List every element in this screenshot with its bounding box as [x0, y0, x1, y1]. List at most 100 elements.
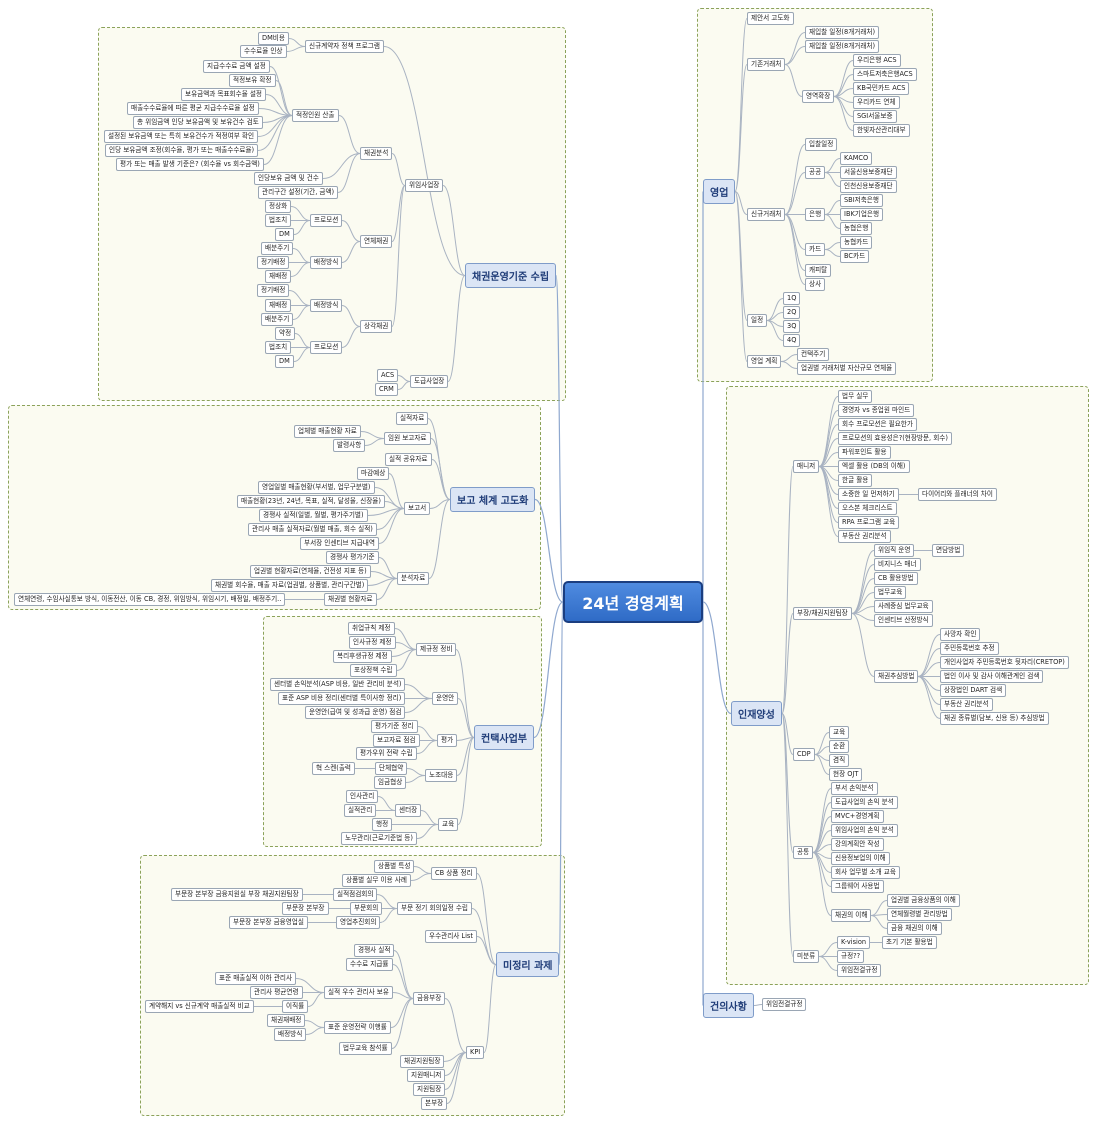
topic-0-1-0-0-1[interactable]: 적정보유 확정 [229, 74, 276, 87]
branch-2[interactable]: 컨택사업부 [474, 725, 534, 750]
topic-1-3[interactable]: 보고서 [404, 502, 431, 515]
topic-4-4-0[interactable]: 컨택주기 [797, 348, 830, 361]
topic-4-2-2-1[interactable]: IBK기업은행 [840, 208, 884, 221]
topic-2-2[interactable]: 평가 [437, 734, 458, 747]
topic-4-2-3[interactable]: 카드 [805, 243, 826, 256]
topic-5-0-1[interactable]: 경영자 vs 종업원 마인드 [838, 404, 915, 417]
topic-0-1[interactable]: 위임사업장 [405, 179, 444, 192]
topic-5-4-2[interactable]: 위임전결규정 [837, 964, 882, 977]
topic-1-3-3[interactable]: 경쟁사 실적(일별, 월별, 평가주기별) [259, 509, 368, 522]
topic-4-1-2-1[interactable]: 스마트저축은행ACS [853, 68, 917, 81]
topic-4-1-2-0[interactable]: 우리은행 ACS [853, 54, 901, 67]
topic-1-4-3-0[interactable]: 연체연령, 수임사실통보 방식, 이동전산, 이동 CB, 경정, 위임방식, … [14, 593, 286, 606]
topic-0-1-0-0-0[interactable]: 지급수수료 금액 설정 [203, 60, 270, 73]
topic-5-2-1[interactable]: 순환 [829, 740, 850, 753]
topic-4-2-1[interactable]: 공공 [805, 166, 826, 179]
topic-5-3-8-2[interactable]: 금융 채권의 이해 [887, 922, 942, 935]
topic-5-3-5[interactable]: 신용정보업의 이해 [831, 852, 890, 865]
topic-5-1-0[interactable]: 위임직 운영 [874, 544, 915, 557]
topic-4-2-0[interactable]: 입찰일정 [805, 138, 838, 151]
topic-0-0-1[interactable]: 수수료율 인상 [240, 45, 287, 58]
topic-2-2-1[interactable]: 보고자료 점검 [373, 734, 420, 747]
topic-5-4-1[interactable]: 규정?? [837, 950, 865, 963]
topic-0-1-0-0-3[interactable]: 매출수수료율에 따른 평균 지급수수료율 설정 [127, 102, 259, 115]
topic-4-2-1-1[interactable]: 서울신용보증재단 [840, 166, 897, 179]
topic-2-4-0[interactable]: 센터장 [395, 804, 422, 817]
topic-0-1-2-1-0[interactable]: 약정 [275, 327, 296, 340]
topic-2-0-3[interactable]: 포상정책 수립 [350, 664, 397, 677]
topic-5-0-2[interactable]: 회수 프로모션은 필요한가 [838, 418, 917, 431]
topic-4-2-5[interactable]: 상사 [805, 278, 826, 291]
topic-3-1-0[interactable]: 실적점검회의 [333, 888, 378, 901]
topic-3-3-4[interactable]: 본부장 [421, 1097, 448, 1110]
topic-1-4-3[interactable]: 채권별 현황자료 [324, 593, 377, 606]
topic-2-2-2[interactable]: 평가우위 전략 수립 [356, 747, 417, 760]
topic-4-2-2-2[interactable]: 농협은행 [840, 222, 873, 235]
topic-3-1-1[interactable]: 부문회의 [350, 902, 383, 915]
topic-5-1-3[interactable]: 법무교육 [874, 586, 907, 599]
topic-5-1-6-2[interactable]: 개인사업자 주민등록번호 뒷자리(CRETOP) [940, 656, 1069, 669]
topic-4-2-3-1[interactable]: BC카드 [840, 250, 870, 263]
topic-4-2-1-2[interactable]: 인천신용보증재단 [840, 180, 897, 193]
topic-6-0[interactable]: 위임전결규정 [762, 998, 807, 1011]
topic-3-3-0-2[interactable]: 실적 우수 관리사 보유 [324, 986, 393, 999]
topic-1-1[interactable]: 임원 보고자료 [384, 432, 431, 445]
topic-0-1-2-0-2[interactable]: 배분주기 [261, 313, 294, 326]
topic-5-0-9[interactable]: RPA 프로그램 교육 [838, 516, 900, 529]
topic-5-1-6-6[interactable]: 채권 종류별(담보, 신용 등) 추심방법 [940, 712, 1049, 725]
topic-1-1-0[interactable]: 업체별 매출현황 자료 [294, 425, 361, 438]
topic-1-1-1[interactable]: 발령사항 [333, 439, 366, 452]
topic-4-4-1[interactable]: 업권별 거래처별 자산규모 연체율 [797, 362, 897, 375]
topic-5-1[interactable]: 부장/채권지원팀장 [793, 607, 852, 620]
topic-3-0-0[interactable]: 상품별 특성 [374, 860, 415, 873]
topic-4-1-2-2[interactable]: KB국민카드 ACS [853, 82, 910, 95]
topic-5-0-10[interactable]: 부동산 권리분석 [838, 530, 891, 543]
topic-0-0-0[interactable]: DM비용 [258, 32, 289, 45]
topic-0-1-0-0[interactable]: 적정인원 산출 [292, 109, 339, 122]
topic-5-0-5[interactable]: 엑셀 활용 (DB의 이해) [838, 460, 910, 473]
topic-0-1-0-0-4[interactable]: 총 위임금액 인당 보유금액 및 보유건수 검토 [133, 116, 263, 129]
topic-2-0-2[interactable]: 복리후생규정 제정 [333, 650, 392, 663]
topic-2-4[interactable]: 교육 [438, 818, 459, 831]
topic-0-1-0-0-5[interactable]: 설정된 보유금액 또는 특히 보유건수가 적정여부 확인 [104, 130, 259, 143]
topic-3-3-0-3-0[interactable]: 채권재배정 [267, 1014, 306, 1027]
topic-4-1-2-4[interactable]: SGI서울보증 [853, 110, 897, 123]
topic-2-4-1[interactable]: 행정 [372, 818, 393, 831]
topic-5-0-3[interactable]: 프로모션의 효용성은?(현장방문, 회수) [838, 432, 952, 445]
topic-5-1-2[interactable]: CB 활용방법 [874, 572, 918, 585]
topic-5-1-6-5[interactable]: 부동산 권리분석 [940, 698, 993, 711]
topic-5-1-6[interactable]: 채권추심방법 [874, 670, 919, 683]
branch-0[interactable]: 채권운영기준 수립 [465, 263, 557, 288]
topic-5-0-7-0[interactable]: 다이어리와 플래너의 차이 [918, 488, 997, 501]
topic-1-3-0[interactable]: 마감예상 [357, 467, 390, 480]
topic-1-4-1[interactable]: 업권별 현황자료(연체율, 건전성 지표 등) [250, 565, 371, 578]
topic-3-3-0-0[interactable]: 경쟁사 실적 [354, 944, 395, 957]
topic-1-3-2[interactable]: 매출현황(23년, 24년, 목표, 실적, 달성율, 신장율) [237, 495, 385, 508]
topic-2-1-1[interactable]: 표준 ASP 비용 정리(센터별 특이사항 정리) [278, 692, 406, 705]
topic-5-2[interactable]: CDP [793, 748, 815, 761]
topic-0-1-0-0-2[interactable]: 보유금액과 목표회수율 설정 [181, 88, 266, 101]
topic-3-3-3[interactable]: 지원팀장 [413, 1083, 446, 1096]
topic-0-1-0-1[interactable]: 인당보유 금액 및 건수 [254, 172, 323, 185]
topic-0-1-1-0-0[interactable]: 정상화 [265, 200, 292, 213]
topic-3-3-0-3-1[interactable]: 배정방식 [274, 1028, 307, 1041]
topic-3-3-0-2-0[interactable]: 표준 매출실적 이하 관리사 [215, 972, 297, 985]
topic-0-0[interactable]: 신규계약자 정책 프로그램 [305, 40, 384, 53]
topic-0-1-0-0-6[interactable]: 인당 보유금액 조정(회수율, 평가 또는 매출수수료율) [105, 144, 259, 157]
topic-4-3-3[interactable]: 4Q [783, 334, 801, 347]
topic-5-3-0[interactable]: 부서 손익분석 [831, 782, 878, 795]
topic-5-3-3[interactable]: 위임사업의 손익 분석 [831, 824, 898, 837]
topic-4-2-2-0[interactable]: SBI저축은행 [840, 194, 883, 207]
topic-0-1-2[interactable]: 상각채권 [360, 320, 393, 333]
topic-0-1-2-1[interactable]: 프로모션 [310, 341, 343, 354]
topic-0-1-1-1-1[interactable]: 정기배정 [257, 256, 290, 269]
topic-4-2-2[interactable]: 은행 [805, 208, 826, 221]
topic-3-1-0-0[interactable]: 부문장 본부장 금융지원실 부장 채권지원팀장 [171, 888, 303, 901]
topic-0-1-2-1-2[interactable]: DM [275, 355, 294, 368]
topic-3-3-0[interactable]: 금융부장 [413, 992, 446, 1005]
topic-0-2[interactable]: 도급사업장 [410, 375, 449, 388]
branch-1[interactable]: 보고 체계 고도화 [450, 487, 536, 512]
topic-3-3-1[interactable]: 채권지원팀장 [400, 1055, 445, 1068]
topic-0-1-1-0[interactable]: 프로모션 [310, 214, 343, 227]
topic-2-1-2[interactable]: 운영안(급여 및 성과급 운영) 점검 [305, 706, 406, 719]
